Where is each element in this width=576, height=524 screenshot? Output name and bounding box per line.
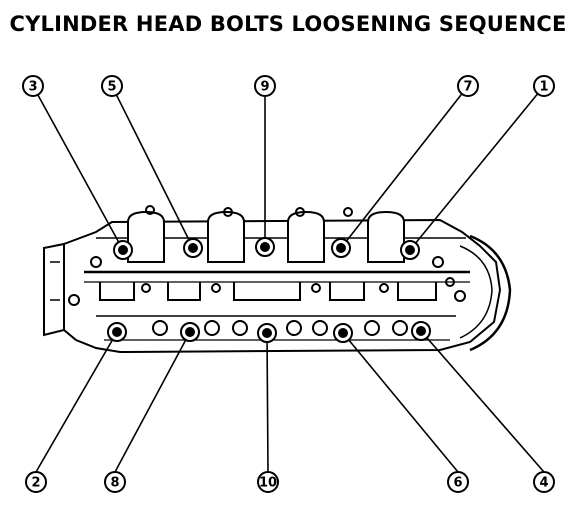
leader-line-4	[420, 330, 545, 473]
diagram-title: CYLINDER HEAD BOLTS LOOSENING SEQUENCE	[9, 12, 567, 36]
leader-lines	[32, 85, 545, 473]
bolt-8	[180, 322, 200, 342]
bolt-6	[333, 323, 353, 343]
bolt-7	[331, 238, 351, 258]
callout-9: 9	[254, 75, 276, 97]
bolt-3	[113, 240, 133, 260]
callout-7: 7	[457, 75, 479, 97]
callout-3-label: 3	[28, 80, 37, 95]
callout-4-label: 4	[539, 476, 548, 491]
bolt-5	[183, 238, 203, 258]
callout-1: 1	[533, 75, 555, 97]
callout-2: 2	[25, 471, 47, 493]
callout-6-label: 6	[453, 476, 462, 491]
callout-7-label: 7	[463, 80, 472, 95]
bolt-9	[255, 237, 275, 257]
callout-1-label: 1	[539, 80, 548, 95]
leader-line-10	[266, 332, 269, 473]
leader-line-8	[114, 331, 191, 473]
leader-line-1	[409, 85, 545, 251]
callout-8: 8	[104, 471, 126, 493]
leader-line-6	[342, 332, 459, 473]
leader-line-5	[111, 85, 194, 249]
bolt-4	[411, 321, 431, 341]
callout-5: 5	[101, 75, 123, 97]
callout-2-label: 2	[31, 476, 40, 491]
bolt-2	[107, 322, 127, 342]
callout-3: 3	[22, 75, 44, 97]
callout-4: 4	[533, 471, 555, 493]
callout-6: 6	[447, 471, 469, 493]
callout-8-label: 8	[110, 476, 119, 491]
leader-line-2	[35, 331, 118, 473]
cylinder-head	[43, 205, 512, 354]
callout-10: 10	[257, 471, 279, 493]
bolt-1	[400, 240, 420, 260]
leader-line-7	[340, 85, 469, 249]
callout-10-label: 10	[259, 476, 277, 491]
callout-5-label: 5	[107, 80, 116, 95]
bolt-10	[257, 323, 277, 343]
leader-line-3	[32, 85, 124, 251]
callout-9-label: 9	[260, 80, 269, 95]
